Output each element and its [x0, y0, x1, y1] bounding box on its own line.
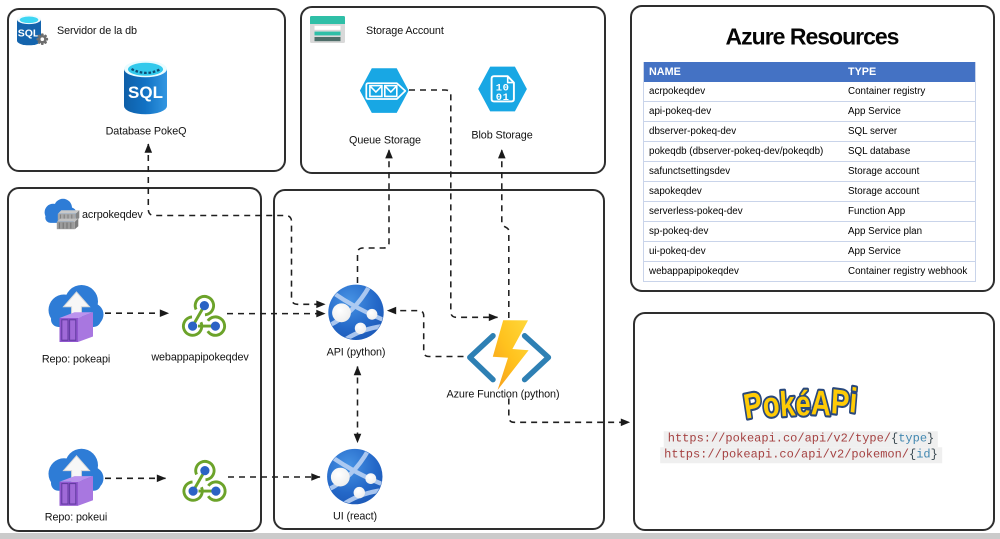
svg-text:01: 01	[496, 92, 510, 104]
svg-text:10: 10	[496, 83, 510, 95]
svg-text:SQL: SQL	[128, 83, 163, 102]
svg-text:PokéAPi: PokéAPi	[741, 377, 862, 430]
svg-text:SQL: SQL	[18, 28, 40, 40]
